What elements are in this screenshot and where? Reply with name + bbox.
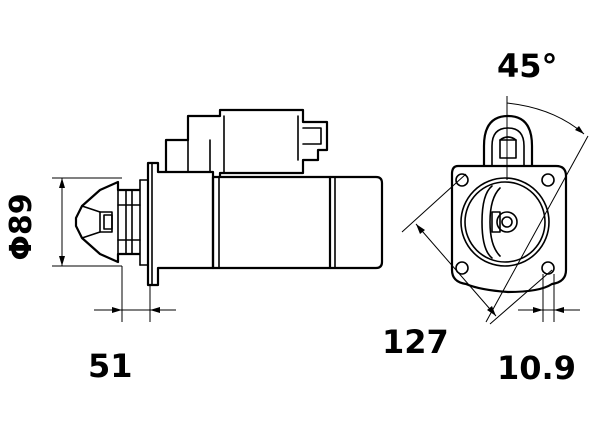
front-pinion [481,185,518,259]
hole-offset-label: 10.9 [497,349,576,387]
angle-dimension-lines [485,96,589,323]
pinion-nose [74,180,141,264]
side-view [52,108,384,322]
angle-label: 45° [497,47,558,85]
offset-dimension-line [94,266,176,322]
mounting-flange [139,161,215,287]
bolt-spacing-label: 127 [382,323,449,361]
diameter-dimension-line [52,177,122,267]
solenoid [164,108,329,177]
motor-housing [211,175,384,270]
front-solenoid [482,114,534,167]
flange-offset-label: 51 [88,347,133,385]
front-flange [450,164,568,294]
hole-offset-dimension-line [518,274,580,322]
bolt-spacing-dimension-line [401,173,553,325]
front-view [401,96,589,325]
diameter-label: Φ89 [4,193,39,261]
